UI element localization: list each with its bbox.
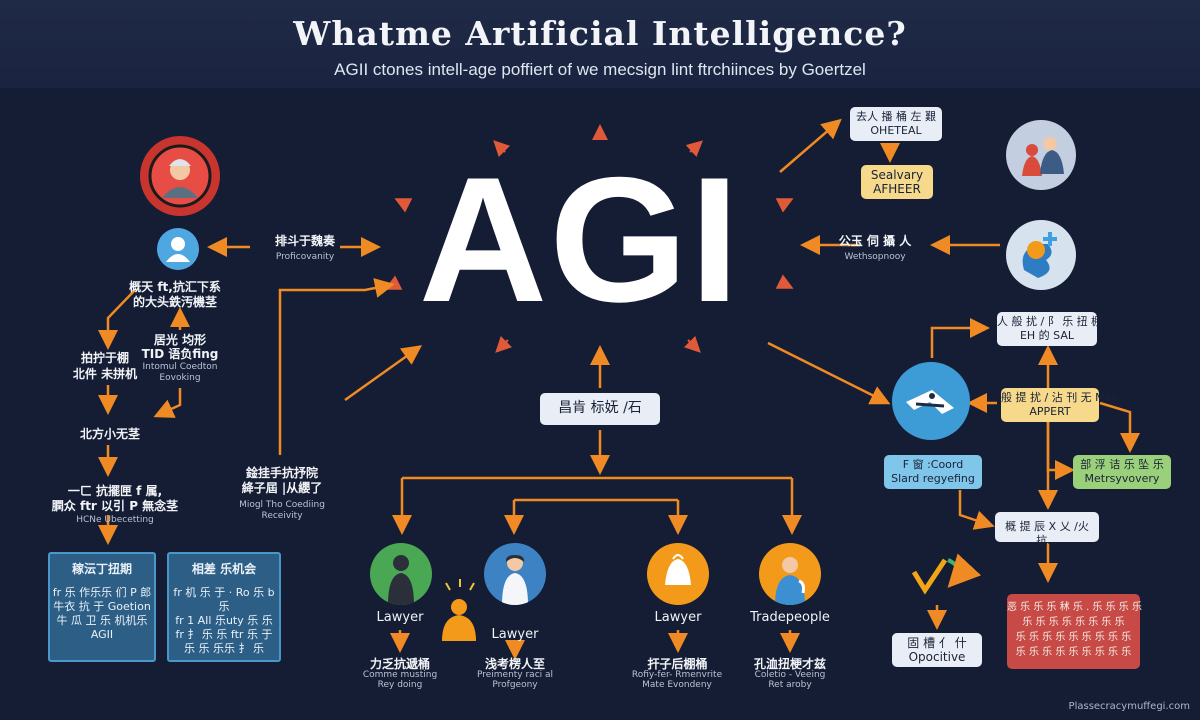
left-panel-1-line: AGII [90,628,114,641]
robot-arm-icon [892,362,970,440]
person-caption-sm-2: Preimenty raci al Profgeony [476,670,554,690]
footer-credit: Plassecracymuffegi.com [1068,701,1190,712]
left-block-4: 一ㄈ 抗擺匣 f 属, 膶众 ftr 以引 P 無念茎 [51,484,179,513]
person-caption-cjk-4: 孔洫扭梗才兹 [753,657,826,671]
left-panel-2-line: fr 扌 乐 乐 ftr 乐 于 [175,628,273,641]
left-block-4-caption: HCNe Ubecetting [76,515,154,525]
left-panel-2-line: 乐 乐 乐乐 扌 乐 [184,642,264,655]
person-caption-sm-3: Rofiy-fer- Rmenvrite Mate Evondeny [631,670,723,690]
page-subtitle: AGII ctones intell-age poffiert of we me… [334,60,866,79]
right-yellow-box: Sealvary AFHEER [861,165,933,199]
left-panel-1-line: fr 乐 作乐乐 们 P 郎 [52,586,152,599]
right-blue-box: F 窗 :Coord Slard regyefing [884,455,982,489]
left-panel-1-line: 牛 瓜 卫 乐 机机乐 [56,614,148,627]
center-bottom-box: 昌肯 标妩 /石 [540,393,660,425]
lawyer-person-icon [370,543,432,605]
right-white-box-2: 概 提 辰 X 乂 /火 抗... [995,512,1099,547]
page-title: Whatme Artificial Intelligence? [293,14,907,53]
tradesperson-icon [759,543,821,605]
bell-icon [647,543,709,605]
avatar-icon-red [140,136,220,216]
header-band [0,0,1200,88]
person-silhouette-icon [440,595,478,641]
mid-left-block: 鍂挂手抗抒院 絳子屆 |从纓了 [241,466,323,495]
left-block-1: 概天 ft,抗汇下系 的大头鉄汚機茎 [129,280,221,309]
doctor-person-icon [484,543,546,605]
left-arrow-label-en: Proficovanity [275,252,335,262]
person-label-3: Lawyer [654,610,702,625]
mid-left-block-caption: Miogl Tho Coediing Receivity [239,500,325,521]
user-icon [157,228,199,270]
right-arrow-label-en: Wethsopnooy [844,252,906,262]
right-white-box-3: 固 槽 亻 什 Opocitive [892,633,982,667]
left-panel-2: 相差 乐机会 fr 机 乐 于 · Ro 乐 b 乐 fr 1 AIl 乐uty… [167,552,281,662]
person-caption-sm-1: Comme musting Rey doing [362,670,438,690]
person-label-2: Lawyer [491,627,539,642]
check-icon [911,553,982,595]
left-arrow-label-cjk: 排斗于魏奏 [274,234,335,248]
right-box-a: 人 般 扰 / 阝 乐 扭 棚 EH 的 SAL [997,312,1102,346]
left-panel-1-line: 牛衣 抗 于 Goetion [53,600,151,613]
right-red-box: 恶 乐 乐 乐 秫 乐 . 乐 乐 乐 乐 乐 乐 乐 乐 乐 乐 乐 乐 乐 … [1007,594,1142,669]
left-block-2: 拍拧于棚 北件 未拼机 [72,351,138,381]
left-block-3: 北方小无茎 [79,427,140,441]
person-caption-cjk-2: 浅考楞人至 [484,657,545,671]
agi-central-label: AGI [418,140,742,339]
right-yellow-box-2: 般 提 扰 / 沾 刊 无 Men APPERT [1001,388,1118,422]
left-panel-1-heading: 稼沄丁扭期 [71,562,132,576]
right-green-box: 部 浮 诘 乐 坠 乐 Metrsyvovery [1073,455,1171,489]
person-caption-cjk-3: 扞子后棚桶 [647,657,708,671]
left-panel-2-line: fr 机 乐 于 · Ro 乐 b 乐 [173,586,275,613]
person-label-4: Tradepeople [750,610,830,625]
person-caption-cjk-1: 力乏抗遞桶 [369,657,430,671]
left-panel-2-heading: 相差 乐机会 [191,562,257,576]
health-hand-icon [1006,220,1076,290]
person-caption-sm-4: Coletio - Veeing Ret aroby [754,670,826,690]
right-top-box: 去人 播 桶 左 艱 OHETEAL [850,107,942,141]
left-block-2b-caption: Intomul Coedton Eovoking [142,362,218,383]
person-label-1: Lawyer [376,610,424,625]
left-block-2b: 居光 均形 TID 语负fing [141,333,219,361]
left-panel-2-line: fr 1 AIl 乐uty 乐 乐 [175,614,273,627]
left-panel-1: 稼沄丁扭期 fr 乐 作乐乐 们 P 郎 牛衣 抗 于 Goetion 牛 瓜 … [48,552,156,662]
right-arrow-label-cjk: 公玉 伺 攝 人 [838,234,912,248]
people-meeting-icon [1006,120,1076,190]
